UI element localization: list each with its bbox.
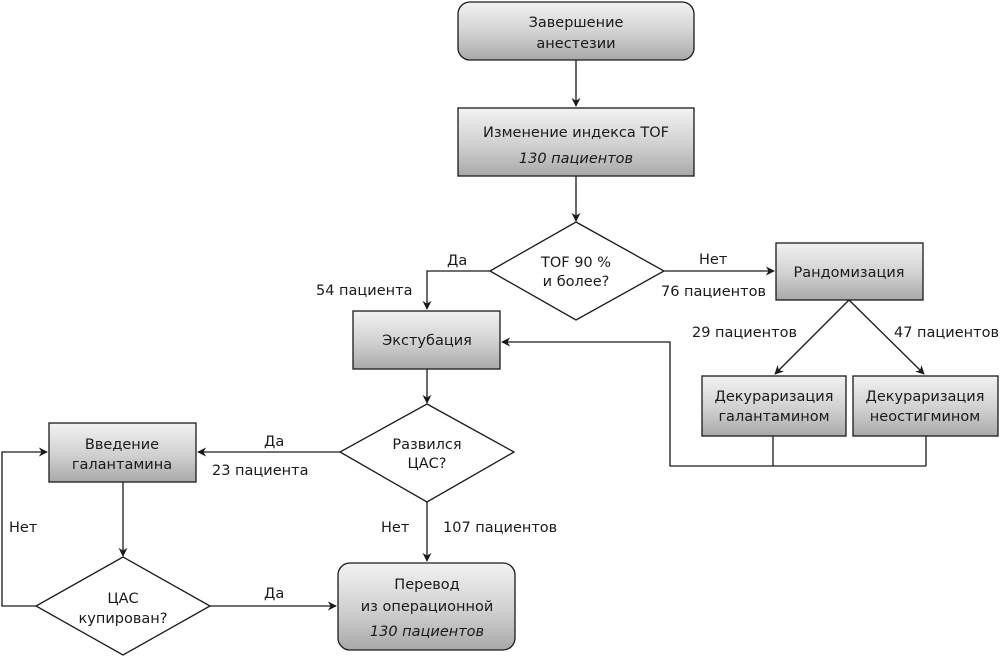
transfer-count: 130 пациентов: [370, 624, 484, 640]
label-tof-no: Нет: [699, 252, 728, 268]
randomization-box: [775, 242, 924, 301]
node-end-anesthesia: Завершение анестезии: [457, 1, 695, 61]
tof-decision-line2: и более?: [543, 274, 610, 290]
decur-galantamine-line2: галантамином: [718, 409, 829, 425]
label-tof-yes-count: 54 пациента: [316, 283, 412, 299]
node-galantamine-admin: Введение галантамина: [48, 422, 197, 483]
randomization-label: Рандомизация: [794, 265, 905, 281]
edge-tof-yes: [422, 270, 490, 310]
galantamine-admin-box: [48, 422, 197, 483]
edge-rand-to-neostigmine: [848, 299, 925, 375]
decur-galantamine-box: [701, 375, 847, 437]
cas-decision-line2: ЦАС?: [408, 456, 447, 472]
node-cas-resolved-decision: ЦАС купирован?: [34, 556, 212, 656]
tof-decision-line1: TOF 90 %: [540, 255, 611, 271]
node-extubation: Экстубация: [352, 310, 501, 370]
galantamine-admin-line1: Введение: [85, 437, 159, 453]
cas-resolved-line1: ЦАС: [107, 591, 138, 607]
label-resolved-yes: Да: [264, 586, 284, 602]
label-cas-no: Нет: [381, 520, 410, 536]
extubation-label: Экстубация: [382, 333, 472, 349]
edges: [1, 60, 927, 611]
end-anesthesia-line1: Завершение: [529, 15, 624, 31]
node-randomization: Рандомизация: [775, 242, 924, 301]
label-rand-right-count: 47 пациентов: [894, 325, 999, 341]
tof-change-count: 130 пациентов: [519, 151, 633, 167]
decur-neostigmine-box: [852, 375, 999, 437]
tof-change-box: [457, 107, 695, 177]
tof-change-line1: Изменение индекса TOF: [483, 125, 669, 141]
end-anesthesia-box: [457, 1, 695, 61]
label-cas-yes-count: 23 пациента: [212, 463, 308, 479]
label-cas-no-count: 107 пациентов: [443, 520, 557, 536]
node-decur-neostigmine: Декураризация неостигмином: [852, 375, 999, 437]
cas-decision-line1: Развился: [392, 437, 461, 453]
decur-neostigmine-line1: Декураризация: [866, 389, 985, 405]
label-tof-yes: Да: [447, 253, 467, 269]
galantamine-admin-line2: галантамина: [72, 457, 172, 473]
decur-galantamine-line1: Декураризация: [715, 389, 834, 405]
label-resolved-no: Нет: [9, 520, 38, 536]
edge-rand-to-galantamine: [774, 299, 850, 375]
cas-decision-diamond: [338, 403, 516, 503]
node-tof-decision: TOF 90 % и более?: [488, 221, 666, 321]
node-tof-change: Изменение индекса TOF 130 пациентов: [457, 107, 695, 177]
transfer-box: [337, 562, 516, 651]
node-transfer: Перевод из операционной 130 пациентов: [337, 562, 516, 651]
end-anesthesia-line2: анестезии: [536, 36, 615, 52]
edge-labels: Да 54 пациента Нет 76 пациентов 29 пацие…: [9, 252, 999, 602]
transfer-line1: Перевод: [394, 577, 459, 593]
extubation-box: [352, 310, 501, 370]
label-tof-no-count: 76 пациентов: [661, 284, 766, 300]
label-rand-left-count: 29 пациентов: [692, 325, 797, 341]
edge-decur-to-extubation: [501, 337, 926, 467]
label-cas-yes: Да: [264, 434, 284, 450]
decur-neostigmine-line2: неостигмином: [870, 409, 980, 425]
tof-decision-diamond: [488, 221, 666, 321]
cas-resolved-line2: купирован?: [79, 611, 168, 627]
node-cas-decision: Развился ЦАС?: [338, 403, 516, 503]
node-decur-galantamine: Декураризация галантамином: [701, 375, 847, 437]
cas-resolved-diamond: [34, 556, 212, 656]
edge-resolved-no: [1, 447, 48, 607]
transfer-line2: из операционной: [361, 599, 494, 615]
